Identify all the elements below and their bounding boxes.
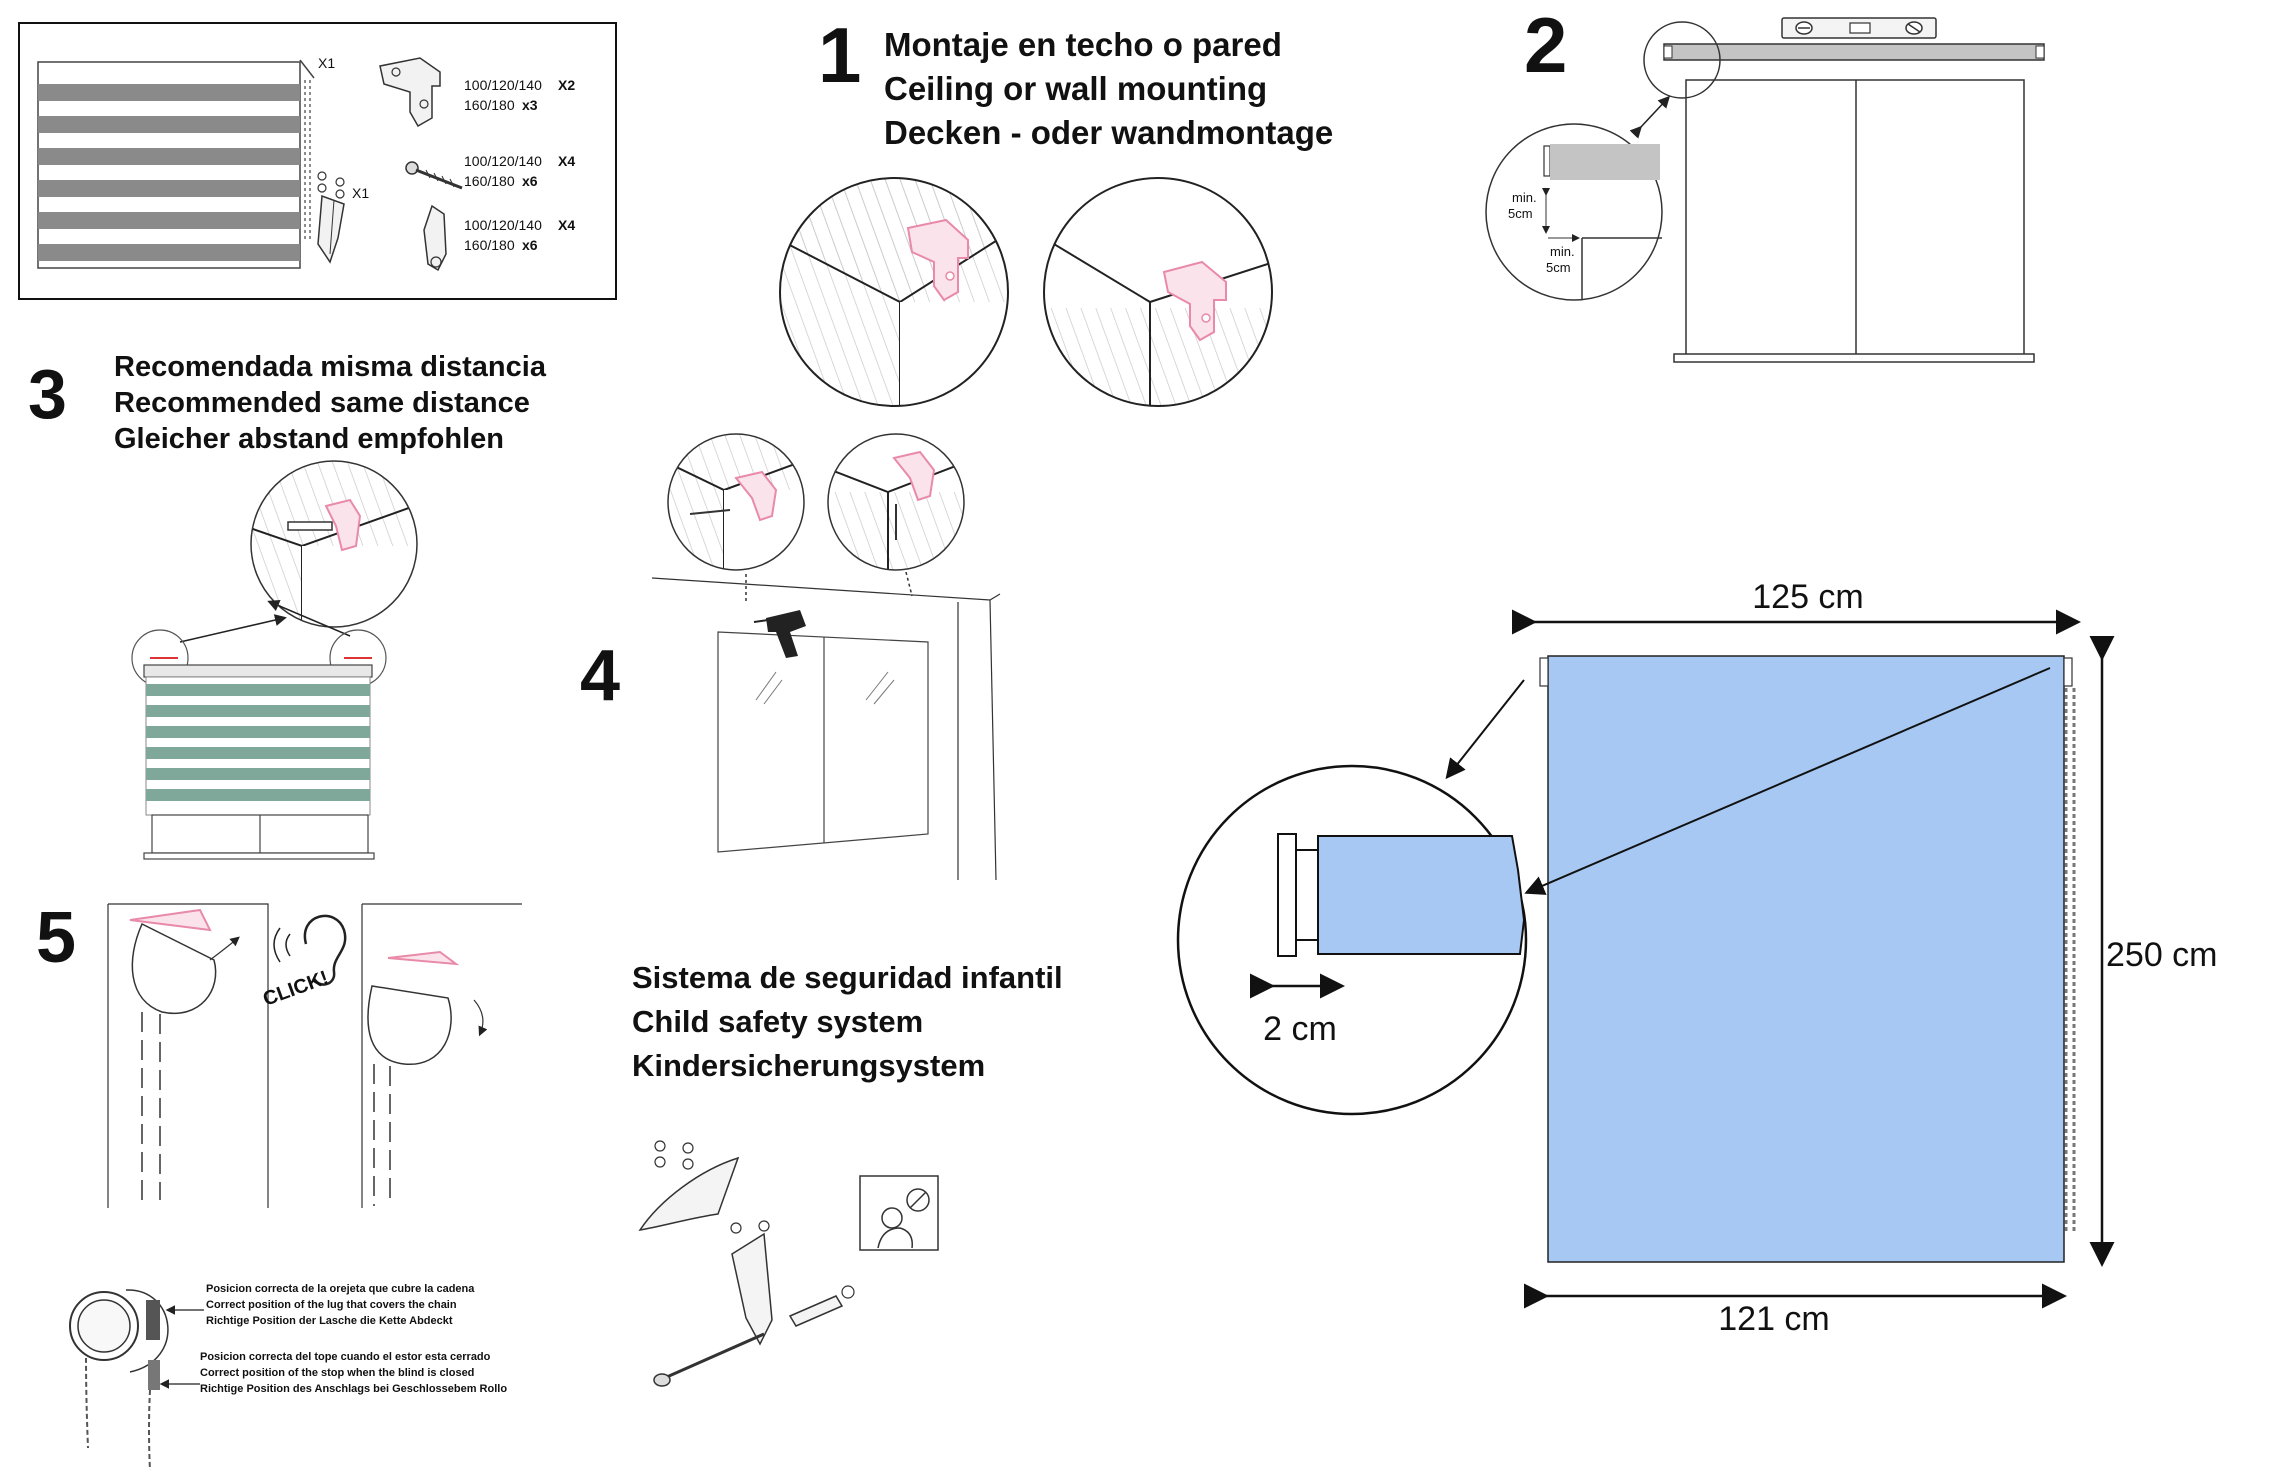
spirit-level-icon [1781, 17, 1937, 39]
step-3-line-en: Recommended same distance [114, 387, 530, 419]
chain-clip-illustration [638, 1140, 855, 1387]
screw-line1: 100/120/140 [464, 153, 542, 169]
step-1-number: 1 [818, 11, 861, 99]
fabric-width-label: 121 cm [1718, 1300, 1830, 1338]
window-with-blind [1643, 21, 2045, 363]
dimension-drawing: 125 cm 250 cm 121 cm 2 cm [1176, 578, 2218, 1338]
clip-after-click [361, 903, 522, 1208]
step-3-number: 3 [28, 355, 67, 433]
chain-stop-detail [69, 1289, 169, 1471]
zebra-blind-illustration [37, 59, 315, 269]
bracket-qty1: X2 [558, 77, 575, 93]
step-1-line-es: Montaje en techo o pared [884, 26, 1282, 63]
step-4-number: 4 [580, 636, 620, 716]
plug-qty1: X4 [558, 217, 575, 233]
window-wall-scene [651, 577, 1001, 881]
screw-line2: 160/180 [464, 173, 515, 189]
step-3: 3 Recomendada misma distancia Recommende… [28, 351, 547, 860]
drill-wall-circle [827, 433, 965, 571]
stop-es: Posicion correcta del tope cuando el est… [200, 1351, 491, 1363]
lug-de: Richtige Position der Lasche die Kette A… [206, 1315, 453, 1327]
step-2-number: 2 [1524, 1, 1567, 89]
right-bracket [2063, 657, 2073, 687]
bracket-icon [379, 57, 441, 128]
min-vertical-b: 5cm [1508, 206, 1533, 221]
right-leader [267, 599, 351, 637]
drill-ceiling-circle [667, 433, 805, 571]
step-4: 4 [580, 433, 1001, 881]
ear-icon [273, 914, 347, 986]
chain-clip-icon [317, 171, 345, 264]
stop-de: Richtige Position des Anschlags bei Gesc… [200, 1383, 507, 1395]
step-3-line-es: Recomendada misma distancia [114, 351, 547, 383]
step-1-line-de: Decken - oder wandmontage [884, 114, 1333, 151]
plug-line1: 100/120/140 [464, 217, 542, 233]
right-bracket-leader [1524, 667, 2051, 895]
plug-line2: 160/180 [464, 237, 515, 253]
child-safety: Sistema de seguridad infantil Child safe… [632, 960, 1063, 1387]
plug-qty2: x6 [522, 237, 538, 253]
blind-fabric [1547, 655, 2065, 1263]
min-horizontal-b: 5cm [1546, 260, 1571, 275]
blind-qty: X1 [318, 55, 335, 71]
step-2: 2 min. 5cm [1485, 1, 2045, 363]
wall-plug-icon [423, 204, 447, 272]
child-safety-line-de: Kindersicherungsystem [632, 1048, 985, 1083]
bracket-qty2: x3 [522, 97, 538, 113]
step-5: 5 CLICK! [36, 898, 522, 1471]
zoom-leader [1629, 95, 1671, 139]
screw-qty1: X4 [558, 153, 575, 169]
lug-es: Posicion correcta de la orejeta que cubr… [206, 1283, 475, 1295]
bracket-depth-label: 2 cm [1263, 1010, 1337, 1048]
lug-en: Correct position of the lug that covers … [206, 1299, 457, 1311]
step-1: 1 Montaje en techo o pared Ceiling or wa… [779, 11, 1333, 407]
clearance-detail-circle: min. 5cm min. 5cm [1485, 123, 1663, 301]
bracket-line1: 100/120/140 [464, 77, 542, 93]
screw-icon [405, 161, 463, 190]
no-child-icon [859, 1175, 939, 1251]
step-3-line-de: Gleicher abstand empfohlen [114, 423, 504, 455]
screw-qty2: x6 [522, 173, 538, 189]
child-safety-line-en: Child safety system [632, 1004, 923, 1039]
click-label: CLICK! [260, 967, 331, 1011]
left-leader [179, 614, 287, 643]
ceiling-mount-circle [779, 177, 1009, 407]
bracket-zoom-circle [250, 460, 418, 628]
clip-before-click [107, 903, 269, 1208]
parts-box: X1 100/120/140 X2 160/180 x3 100/120/140… [18, 22, 617, 300]
min-horizontal-a: min. [1550, 244, 1575, 259]
min-vertical-a: min. [1512, 190, 1537, 205]
stop-en: Correct position of the stop when the bl… [200, 1367, 474, 1379]
wall-mount-circle [1043, 177, 1273, 407]
step-1-line-en: Ceiling or wall mounting [884, 70, 1267, 107]
top-width-label: 125 cm [1752, 578, 1864, 616]
clip-qty: X1 [352, 185, 369, 201]
drill-icon [753, 610, 806, 658]
left-bracket [1539, 657, 1549, 687]
zebra-blind-window [143, 664, 375, 860]
left-bracket-leader [1445, 679, 1525, 780]
child-safety-line-es: Sistema de seguridad infantil [632, 960, 1063, 995]
bracket-line2: 160/180 [464, 97, 515, 113]
bracket-detail-circle: 2 cm [1176, 764, 1528, 1116]
height-label: 250 cm [2106, 936, 2218, 974]
step-5-number: 5 [36, 898, 76, 978]
